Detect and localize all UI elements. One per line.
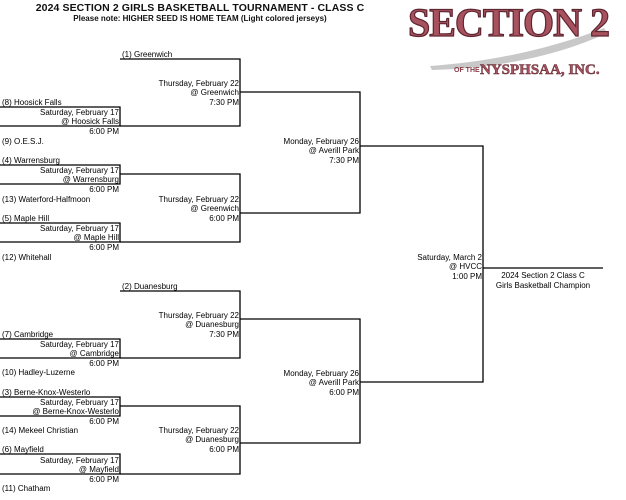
- team-seed-9: (9) O.E.S.J.: [2, 137, 44, 146]
- game-site: @ Averill Park: [309, 378, 360, 387]
- game-site: @ Warrensburg: [63, 175, 119, 184]
- game-info-sf-a: Monday, February 26 @ Averill Park 7:30 …: [284, 137, 360, 165]
- game-info-r1-c: Saturday, February 17 @ Maple Hill 6:00 …: [40, 224, 120, 252]
- game-date: Saturday, February 17: [40, 166, 120, 175]
- champion-line-1: 2024 Section 2 Class C: [501, 271, 585, 280]
- game-time: 6:00 PM: [329, 388, 359, 397]
- team-seed-6: (6) Mayfield: [2, 445, 44, 454]
- game-site: @ Cambridge: [70, 349, 120, 358]
- game-site: @ Averill Park: [309, 146, 360, 155]
- bracket-line: [0, 453, 121, 475]
- game-date: Saturday, February 17: [40, 108, 120, 117]
- team-seed-13: (13) Waterford-Halfmoon: [2, 195, 90, 204]
- game-date: Saturday, February 17: [40, 398, 120, 407]
- game-site: @ Maple Hill: [74, 233, 120, 242]
- game-time: 6:00 PM: [89, 475, 119, 484]
- team-seed-3: (3) Berne-Knox-Westerlo: [2, 388, 91, 397]
- team-seed-11: (11) Chatham: [2, 484, 51, 493]
- game-time: 6:00 PM: [89, 243, 119, 252]
- champion-line-2: Girls Basketball Champion: [496, 281, 590, 290]
- bracket-line: [120, 405, 241, 475]
- game-time: 6:00 PM: [89, 359, 119, 368]
- game-date: Thursday, February 22: [159, 311, 240, 320]
- game-date: Thursday, February 22: [159, 195, 240, 204]
- section-2-logo: SECTION 2 OF THE NYSPHSAA, INC.: [408, 0, 611, 78]
- game-date: Monday, February 26: [284, 137, 360, 146]
- game-date: Saturday, February 17: [40, 456, 120, 465]
- game-site: @ Hoosick Falls: [61, 117, 119, 126]
- game-time: 7:30 PM: [329, 156, 359, 165]
- game-site: @ Duanesburg: [185, 435, 239, 444]
- game-date: Saturday, February 17: [40, 340, 120, 349]
- team-seed-7: (7) Cambridge: [2, 330, 54, 339]
- bracket-line: [360, 145, 484, 383]
- bracket-line: [240, 318, 361, 444]
- game-site: @ Greenwich: [190, 204, 239, 213]
- team-seed-1: (1) Greenwich: [122, 50, 172, 59]
- game-info-r1-f: Saturday, February 17 @ Mayfield 6:00 PM: [40, 456, 120, 484]
- game-date: Saturday, February 17: [40, 224, 120, 233]
- team-seed-10: (10) Hadley-Luzerne: [2, 368, 75, 377]
- game-time: 7:30 PM: [209, 330, 239, 339]
- team-seed-12: (12) Whitehall: [2, 253, 52, 262]
- game-info-qf-b: Thursday, February 22 @ Greenwich 6:00 P…: [159, 195, 240, 223]
- game-info-r1-b: Saturday, February 17 @ Warrensburg 6:00…: [40, 166, 120, 194]
- game-time: 6:00 PM: [89, 127, 119, 136]
- logo-swoosh: [430, 28, 607, 70]
- bracket-lines: [0, 58, 603, 475]
- bracket-line: [0, 106, 121, 127]
- team-seed-4: (4) Warrensburg: [2, 156, 60, 165]
- game-time: 7:30 PM: [209, 98, 239, 107]
- game-info-r1-e: Saturday, February 17 @ Berne-Knox-Weste…: [32, 398, 119, 426]
- game-info-final: Saturday, March 2 @ HVCC 1:00 PM: [417, 253, 482, 281]
- game-site: @ Berne-Knox-Westerlo: [32, 407, 119, 416]
- game-site: @ Mayfield: [79, 465, 119, 474]
- bracket-line: [240, 91, 361, 214]
- home-team-note: Please note: HIGHER SEED IS HOME TEAM (L…: [73, 14, 327, 23]
- page-title: 2024 SECTION 2 GIRLS BASKETBALL TOURNAME…: [35, 2, 365, 14]
- logo-sub-org: NYSPHSAA, INC.: [480, 62, 600, 78]
- team-seed-14: (14) Mekeel Christian: [2, 426, 78, 435]
- game-info-qf-d: Thursday, February 22 @ Duanesburg 6:00 …: [159, 426, 240, 454]
- team-seed-8: (8) Hoosick Falls: [2, 98, 62, 107]
- game-time: 1:00 PM: [452, 272, 482, 281]
- game-time: 6:00 PM: [209, 214, 239, 223]
- logo-main-text: SECTION 2: [408, 0, 609, 45]
- game-date: Saturday, March 2: [417, 253, 482, 262]
- team-seed-5: (5) Maple Hill: [2, 214, 49, 223]
- bracket-line: [0, 222, 121, 243]
- game-date: Thursday, February 22: [159, 79, 240, 88]
- game-site: @ Duanesburg: [185, 320, 239, 329]
- game-time: 6:00 PM: [89, 185, 119, 194]
- bracket-line: [0, 338, 121, 359]
- game-time: 6:00 PM: [209, 445, 239, 454]
- game-date: Thursday, February 22: [159, 426, 240, 435]
- game-site: @ HVCC: [449, 262, 482, 271]
- game-site: @ Greenwich: [190, 88, 239, 97]
- game-date: Monday, February 26: [284, 369, 360, 378]
- game-info-r1-d: Saturday, February 17 @ Cambridge 6:00 P…: [40, 340, 120, 368]
- bracket-line: [120, 173, 241, 243]
- logo-sub-prefix: OF THE: [454, 67, 480, 74]
- bracket-line: [120, 290, 241, 359]
- champion-label: 2024 Section 2 Class C Girls Basketball …: [496, 271, 590, 290]
- game-time: 6:00 PM: [89, 417, 119, 426]
- team-seed-2: (2) Duanesburg: [122, 282, 178, 291]
- game-info-qf-a: Thursday, February 22 @ Greenwich 7:30 P…: [159, 79, 240, 107]
- game-info-r1-a: Saturday, February 17 @ Hoosick Falls 6:…: [40, 108, 120, 136]
- game-info-sf-b: Monday, February 26 @ Averill Park 6:00 …: [284, 369, 360, 397]
- game-info-qf-c: Thursday, February 22 @ Duanesburg 7:30 …: [159, 311, 240, 339]
